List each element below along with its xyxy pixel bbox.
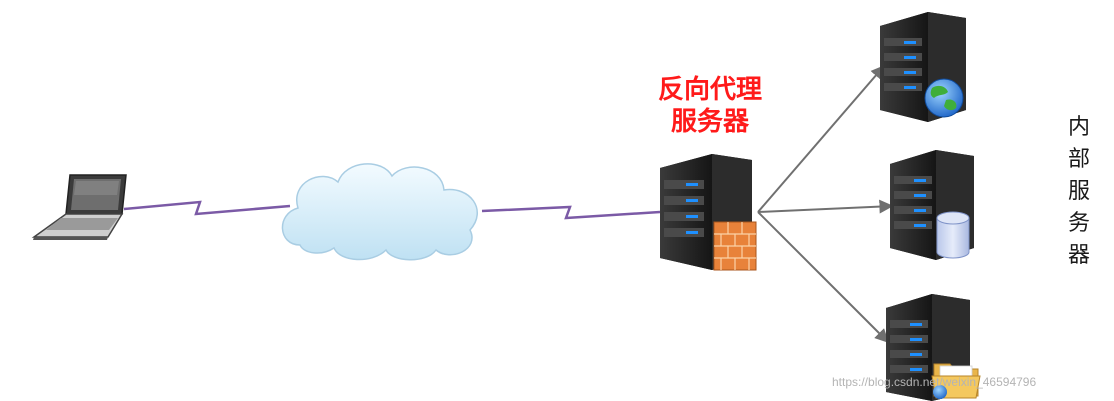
internal-label-char: 器 (1067, 243, 1090, 268)
laptop-icon (31, 174, 127, 240)
link-cloud-proxy (481, 205, 661, 220)
firewall-icon (713, 221, 757, 271)
arrow-to-db-server (757, 199, 894, 214)
proxy-label-line-1: 反向代理 (657, 75, 762, 105)
proxy-label-line-2: 服务器 (670, 107, 749, 137)
cloud-icon (281, 163, 478, 261)
internal-label-char: 内 (1067, 115, 1090, 140)
arrow-to-file-server (757, 211, 889, 343)
watermark-text: https://blog.csdn.net/weixin_46594796 (832, 375, 1037, 389)
internal-label-char: 服 (1067, 179, 1090, 204)
link-laptop-cloud (123, 200, 291, 216)
database-icon (936, 211, 970, 259)
globe-icon (924, 78, 964, 118)
arrow-to-web-server (757, 64, 885, 213)
db-server-icon (890, 150, 974, 260)
internal-servers-label: 内 部 服 务 器 (1062, 112, 1096, 272)
internal-label-char: 务 (1067, 211, 1090, 236)
folder-icon (931, 363, 981, 399)
internal-label-char: 部 (1067, 147, 1090, 172)
proxy-server-label: 反向代理 服务器 (640, 74, 780, 138)
